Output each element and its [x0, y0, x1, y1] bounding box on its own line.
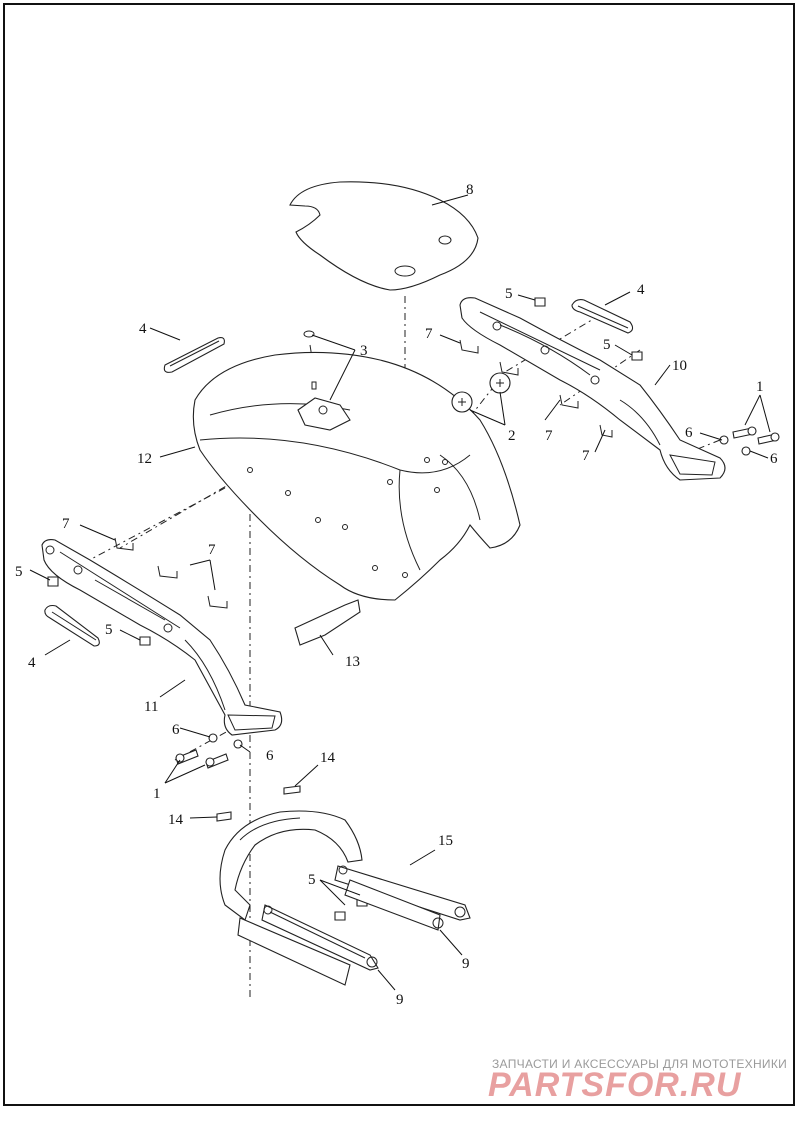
callout-5-a: 5 — [505, 286, 513, 302]
leader-lines — [29, 194, 771, 991]
callout-5-b: 5 — [603, 337, 611, 353]
callout-3: 3 — [360, 343, 368, 359]
part-2-caps — [451, 372, 511, 413]
callout-6-c: 6 — [172, 722, 180, 738]
callout-1-right: 1 — [756, 379, 764, 395]
part-5-bolts — [47, 297, 643, 921]
part-11-left-rail — [41, 539, 283, 736]
watermark-tagline: ЗАПЧАСТИ И АКСЕССУАРЫ ДЛЯ МОТОТЕХНИКИ — [492, 1057, 788, 1071]
diagram-frame — [3, 3, 795, 1106]
watermark-logo-text: PARTSFOR.RU — [488, 1066, 742, 1102]
part-7-clips — [114, 339, 613, 609]
callout-6-b: 6 — [770, 451, 778, 467]
callout-6-d: 6 — [266, 748, 274, 764]
callout-labels: 8 3 4 4 5 5 7 2 7 7 10 1 6 6 12 7 7 5 5 … — [15, 182, 778, 1008]
callout-7-a: 7 — [425, 326, 433, 342]
part-3-screw — [303, 330, 317, 390]
callout-8: 8 — [466, 182, 474, 198]
part-14-pads — [216, 785, 301, 822]
callout-7-b: 7 — [545, 428, 553, 444]
callout-7-c: 7 — [582, 448, 590, 464]
callout-7-d: 7 — [62, 516, 70, 532]
callout-11: 11 — [144, 699, 158, 715]
callout-4-left: 4 — [28, 655, 36, 671]
callout-9-a: 9 — [462, 956, 470, 972]
part-12-rear-fender — [192, 351, 521, 601]
callout-9-b: 9 — [396, 992, 404, 1008]
callout-6-a: 6 — [685, 425, 693, 441]
callout-14-b: 14 — [168, 812, 184, 828]
callout-5-c: 5 — [15, 564, 23, 580]
part-1-6-bolts-washers — [175, 426, 780, 769]
callout-2: 2 — [508, 428, 516, 444]
part-8-seat-pad — [289, 181, 479, 291]
callout-4-top: 4 — [139, 321, 147, 337]
watermark-logo: PARTSFOR.RU — [488, 1066, 742, 1102]
callout-5-e: 5 — [308, 872, 316, 888]
part-4-trim-strips — [44, 299, 634, 647]
part-10-right-rail — [459, 297, 726, 481]
callout-12: 12 — [137, 451, 152, 467]
callout-7-e: 7 — [208, 542, 216, 558]
callout-13: 13 — [345, 654, 360, 670]
callout-10: 10 — [672, 358, 687, 374]
callout-4-right: 4 — [637, 282, 645, 298]
callout-1-left: 1 — [153, 786, 161, 802]
callout-14-a: 14 — [320, 750, 336, 766]
part-13-bracket — [294, 599, 361, 646]
callout-5-d: 5 — [105, 622, 113, 638]
callout-15: 15 — [438, 833, 453, 849]
part-lower-frame — [219, 810, 471, 986]
